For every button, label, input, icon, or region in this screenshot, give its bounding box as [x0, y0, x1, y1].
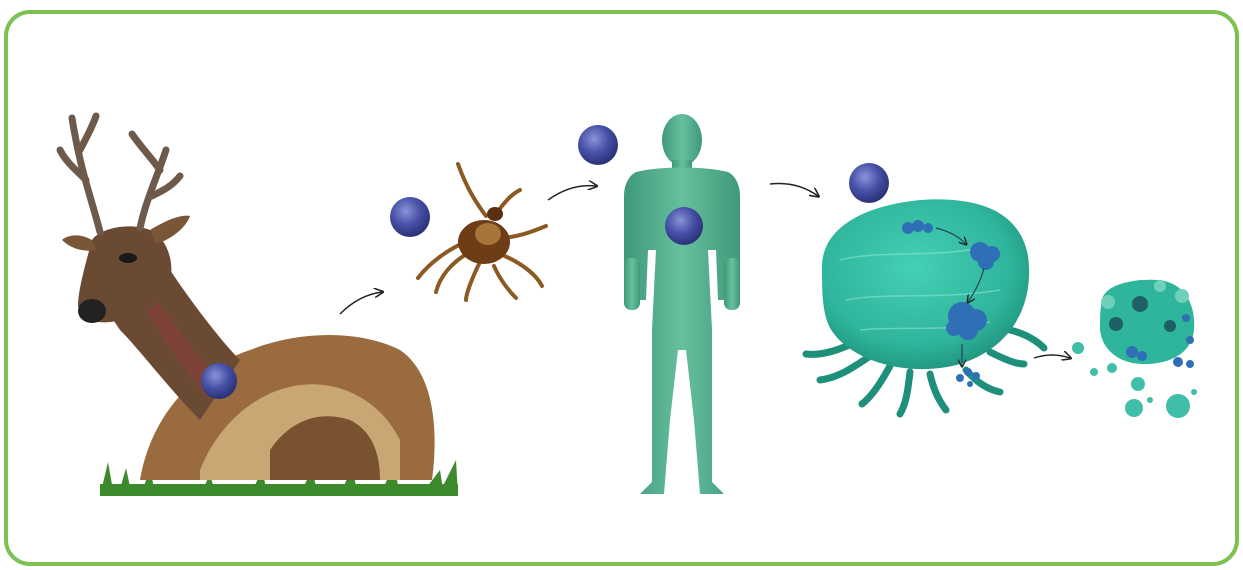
antlers-icon — [60, 116, 180, 232]
arrow-tick-to-human — [548, 186, 596, 200]
deer-icon — [60, 116, 458, 496]
pathogen-icon — [578, 125, 618, 165]
arrow-cell-to-rupture — [1034, 355, 1070, 358]
cell-icon — [806, 199, 1044, 414]
pathogen-icon — [390, 197, 430, 237]
arrow-deer-to-tick — [340, 292, 382, 314]
pathogen-icon — [665, 207, 703, 245]
ruptured-cell-icon — [1072, 280, 1197, 418]
arrow-human-to-cell — [770, 184, 818, 197]
human-body-icon — [624, 114, 740, 494]
tick-icon — [418, 164, 546, 300]
pathogen-icon — [201, 363, 237, 399]
pathogen-icon — [849, 163, 889, 203]
